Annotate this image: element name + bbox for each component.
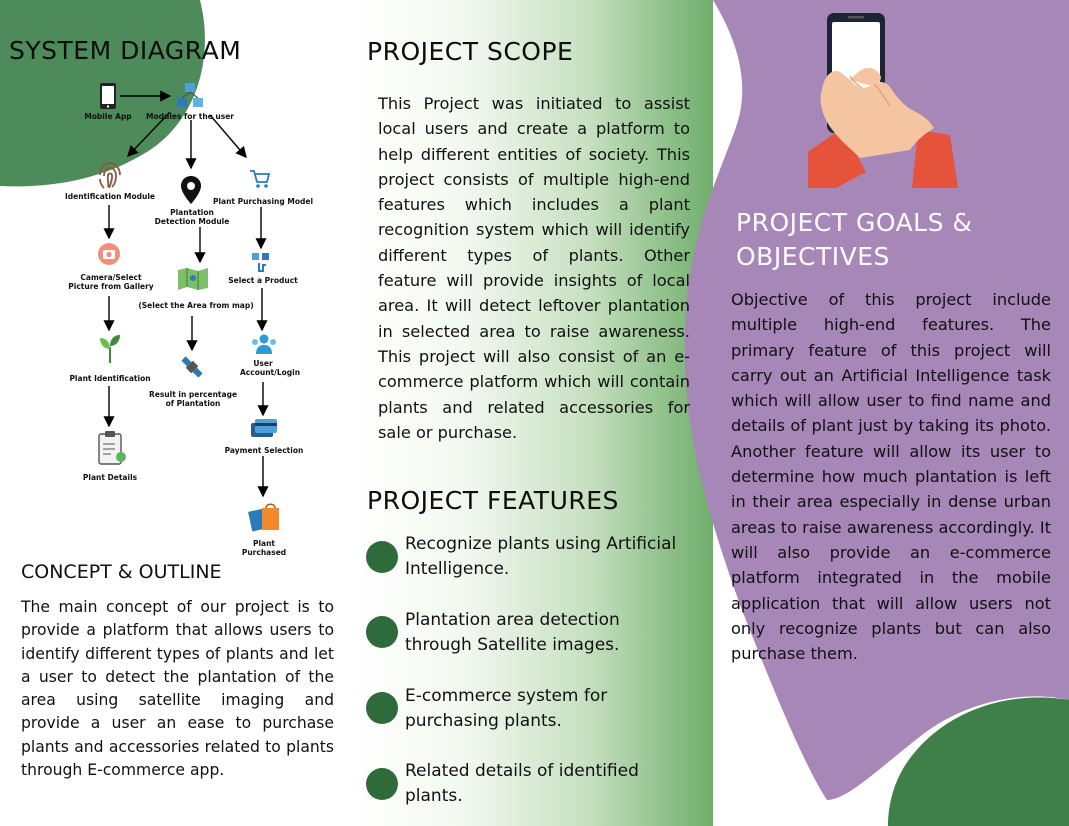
- label-select-product: Select a Product: [228, 276, 298, 285]
- label-result: Result in percentage of Plantation: [148, 390, 238, 408]
- project-features-title: PROJECT FEATURES: [367, 486, 619, 515]
- label-mobile-app: Mobile App: [84, 112, 132, 121]
- camera-icon: [98, 243, 120, 265]
- shopping-cart-icon: [250, 170, 271, 188]
- feature-bullet-1: [366, 541, 398, 573]
- middle-panel: [357, 0, 713, 826]
- phone-icon: [100, 83, 116, 109]
- touch-product-icon: [252, 253, 269, 272]
- modules-icon: [177, 83, 203, 107]
- label-plant-details: Plant Details: [82, 473, 138, 482]
- project-goals-text: Objective of this project include multip…: [731, 290, 1051, 664]
- hand-phone-illustration: [808, 13, 958, 188]
- concept-text: The main concept of our project is to pr…: [21, 598, 334, 780]
- label-plant-purchasing: Plant Purchasing Model: [212, 197, 314, 206]
- system-diagram-title: SYSTEM DIAGRAM: [9, 36, 242, 65]
- feature-bullet-4: [366, 768, 398, 800]
- feature-bullet-2: [366, 616, 398, 648]
- shopping-bags-icon: [248, 503, 279, 532]
- diagram-arrows: [103, 90, 269, 498]
- concept-title: CONCEPT & OUTLINE: [21, 561, 222, 583]
- clipboard-icon: [98, 431, 126, 465]
- map-icon: [178, 268, 208, 290]
- feature-item-3: E-commerce system for purchasing plants.: [405, 686, 608, 731]
- label-identification-module: Identification Module: [64, 192, 156, 201]
- project-scope-text: This Project was initiated to assist loc…: [378, 94, 690, 442]
- label-plantation-detection: Plantation Detection Module: [154, 208, 230, 226]
- label-user-account: User Account/Login: [240, 359, 301, 377]
- feature-item-4: Related details of identified plants.: [405, 761, 639, 806]
- bottom-right-blob-front: [888, 697, 1069, 826]
- sprout-icon: [100, 335, 120, 363]
- feature-item-2: Plantation area detection through Satell…: [405, 610, 620, 655]
- project-scope-title: PROJECT SCOPE: [367, 37, 574, 66]
- project-goals-title: PROJECT GOALS & OBJECTIVES: [736, 208, 973, 271]
- credit-card-icon: [251, 419, 277, 437]
- location-pin-icon: [181, 176, 201, 204]
- purple-leaf-shape: [684, 0, 1069, 800]
- feature-item-1: Recognize plants using Artificial Intell…: [405, 534, 677, 579]
- satellite-icon: [181, 356, 203, 378]
- label-plant-identification: Plant Identification: [69, 374, 151, 383]
- users-icon: [252, 334, 276, 354]
- feature-bullet-3: [366, 692, 398, 724]
- label-modules: Modules for the user: [146, 112, 234, 121]
- label-plant-purchased: Plant Purchased: [241, 539, 287, 557]
- label-select-area: (Select the Area from map): [138, 301, 254, 310]
- label-camera: Camera/Select Picture from Gallery: [68, 273, 154, 291]
- fingerprint-icon: [99, 162, 121, 189]
- label-payment: Payment Selection: [224, 446, 304, 455]
